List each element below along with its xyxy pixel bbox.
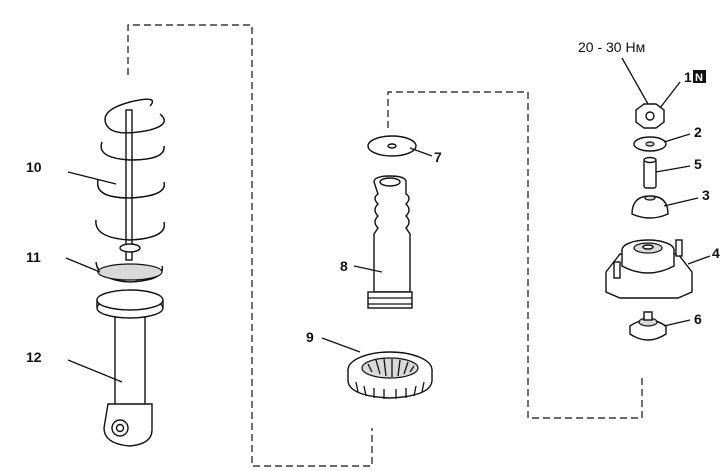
- nut-1-hole: [645, 111, 655, 121]
- label-3: 3: [702, 187, 710, 203]
- sleeve-5: [643, 159, 657, 189]
- leader-8: [353, 265, 383, 273]
- label-4: 4: [712, 245, 720, 261]
- label-11: 11: [26, 249, 41, 265]
- bump-stop-8: [373, 175, 411, 293]
- leader-7: [409, 147, 433, 157]
- shock-absorber-assembly: [95, 98, 165, 447]
- label-8: 8: [340, 258, 348, 274]
- leader-torque: [621, 57, 649, 105]
- rod-washer: [119, 243, 141, 253]
- label-5: 5: [694, 156, 702, 172]
- dust-boot-base: [367, 291, 413, 309]
- label-6: 6: [694, 311, 702, 327]
- leader-12: [67, 359, 123, 383]
- lower-spring-seat-top: [96, 289, 164, 311]
- assembly-guide-left: [127, 24, 373, 467]
- assembly-guide-right: [387, 91, 643, 419]
- label-7: 7: [434, 149, 442, 165]
- shock-body: [114, 309, 146, 406]
- shock-eye-hole: [115, 423, 125, 433]
- badge-n: [693, 70, 706, 83]
- leader-6: [663, 319, 691, 327]
- piston-rod: [125, 109, 133, 261]
- washer-7-hole: [387, 143, 397, 149]
- bushing-3-hole: [644, 195, 656, 201]
- bushing-6-stem: [643, 311, 653, 321]
- leader-3: [663, 197, 699, 207]
- leader-5: [655, 165, 691, 173]
- leader-1: [659, 81, 681, 109]
- torque-label: 20 - 30 Нм: [578, 39, 645, 55]
- boot-rings: [368, 297, 412, 305]
- coil-spring-highlight: [95, 98, 165, 283]
- top-mount-parts: [605, 103, 693, 341]
- badge-n-text: N: [695, 72, 703, 84]
- leader-11: [65, 257, 101, 273]
- bearing-9: [347, 351, 433, 399]
- leader-lines: [65, 57, 711, 383]
- leader-2: [663, 133, 691, 143]
- leader-9: [321, 337, 361, 353]
- label-1: 1: [684, 69, 692, 85]
- leader-10: [67, 171, 117, 185]
- sleeve-5-top: [643, 156, 657, 164]
- leader-4: [687, 255, 711, 265]
- spring-pad: [97, 263, 163, 281]
- middle-parts: [347, 135, 433, 399]
- washer-2-hole: [645, 141, 655, 147]
- label-9: 9: [306, 329, 314, 345]
- bump-stop-top: [379, 177, 401, 187]
- label-2: 2: [694, 124, 702, 140]
- label-10: 10: [26, 159, 42, 175]
- strut-mount-4: [605, 239, 693, 299]
- label-12: 12: [26, 349, 42, 365]
- bushing-3: [631, 195, 669, 219]
